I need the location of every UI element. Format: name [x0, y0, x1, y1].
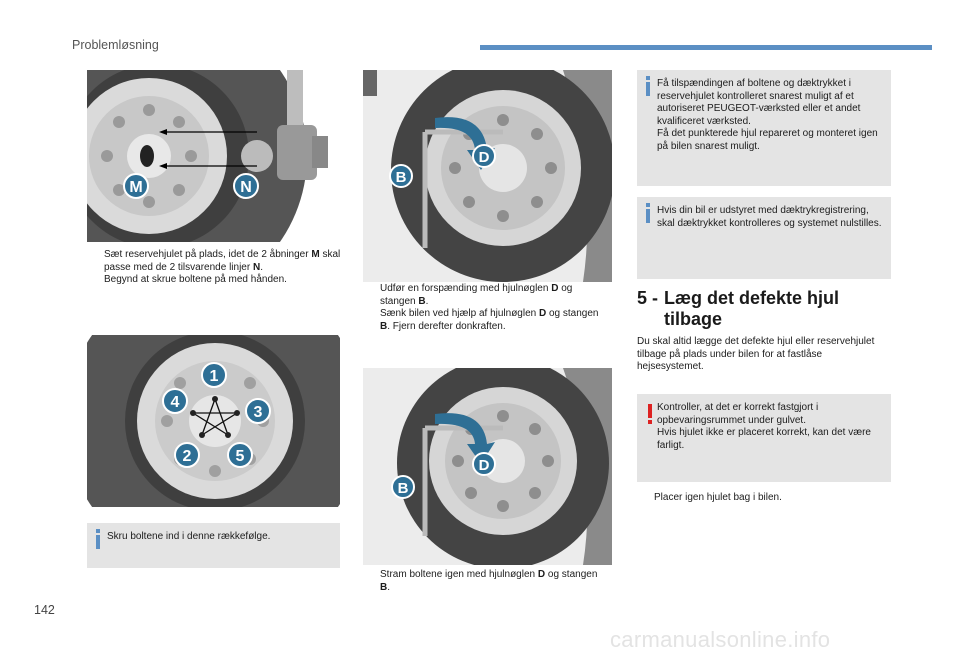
bullet-marker: : [363, 570, 371, 580]
bullet-item:  Sæt reservehjulet på plads, idet de 2 …: [87, 249, 341, 273]
watermark: carmanualsonline.info: [610, 627, 831, 652]
info-icon: [96, 529, 100, 549]
col1-instructions:  Sæt reservehjulet på plads, idet de 2 …: [87, 249, 345, 287]
bolt-number: 4: [171, 394, 180, 411]
col2-instructions:  Udfør en forspænding med hjulnøglen D …: [363, 283, 608, 333]
warning-secure-wheel: Kontroller, at det er korrekt fastgjort …: [637, 394, 891, 482]
illustration-pretighten: D B: [363, 70, 612, 282]
section-title: 5 - Læg det defekte hjul tilbage: [637, 288, 840, 329]
bullet-marker: : [363, 284, 371, 294]
info-icon: [646, 76, 650, 96]
note-bolt-order: Skru boltene ind i denne rækkefølge.: [87, 523, 340, 568]
paragraph-stow-wheel: Du skal altid lægge det defekte hjul ell…: [637, 336, 875, 373]
bullet-marker: : [363, 309, 371, 320]
col2-instructions-final:  Stram boltene igen med hjulnøglen D og…: [363, 569, 608, 594]
bolt-number: 2: [183, 448, 192, 465]
bullet-item:  Udfør en forspænding med hjulnøglen D …: [363, 283, 573, 307]
label-b: B: [398, 480, 409, 497]
page-number: 142: [34, 603, 55, 617]
bullet-item:  Stram boltene igen med hjulnøglen D og…: [363, 569, 598, 593]
label-b: B: [396, 169, 407, 186]
bolt-number: 1: [210, 368, 219, 385]
bullet-item:  Sænk bilen ved hjælp af hjulnøglen D o…: [363, 308, 599, 332]
bolt-number: 3: [254, 404, 263, 421]
bullet-marker: : [637, 493, 645, 503]
label-m: M: [129, 179, 142, 196]
label-d: D: [479, 457, 490, 474]
bullet-item:  Placer igen hjulet bag i bilen.: [637, 492, 782, 503]
section-header-title: Problemløsning: [72, 38, 159, 52]
bullet-marker: : [87, 275, 95, 286]
bullet-item:  Begynd at skrue boltene på med hånden.: [87, 274, 287, 286]
illustration-wheel-alignment: M N: [87, 70, 340, 242]
header-accent-bar: [480, 45, 932, 50]
label-n: N: [240, 179, 252, 196]
col3-instruction:  Placer igen hjulet bag i bilen.: [637, 492, 882, 505]
warning-icon: [648, 402, 652, 424]
bullet-marker: : [87, 250, 95, 260]
note-tyre-pressure: Hvis din bil er udstyret med dæktrykregi…: [637, 197, 891, 279]
illustration-final-tighten: D B: [363, 368, 612, 565]
info-icon: [646, 203, 650, 223]
label-d: D: [479, 149, 490, 166]
bolt-number: 5: [236, 448, 245, 465]
illustration-bolt-order: 1 3 4 2 5: [87, 335, 340, 507]
note-service-check: Få tilspændingen af boltene og dæktrykke…: [637, 70, 891, 186]
